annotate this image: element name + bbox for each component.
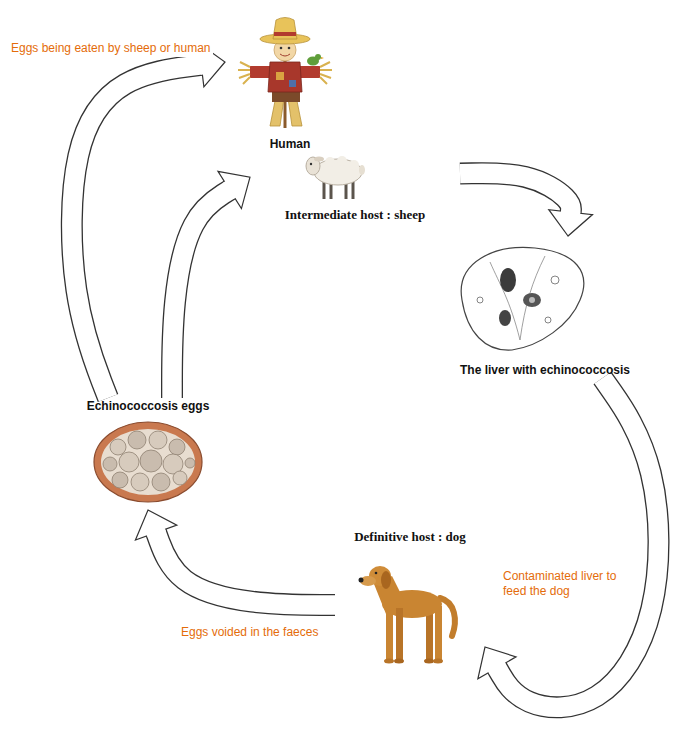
eggs-figure-part (128, 431, 146, 449)
arrow-body (72, 65, 201, 398)
liver-figure-part (520, 256, 545, 340)
scarecrow-figure-part (288, 47, 291, 50)
eggs-figure-part (152, 473, 170, 491)
eggs-figure-part (110, 439, 126, 455)
host-node: Definitive host : dog (335, 528, 485, 668)
scarecrow-figure-part (238, 62, 250, 84)
sheep-figure-part (337, 156, 347, 166)
eggs-figure-part (169, 439, 185, 455)
dog-figure (359, 566, 455, 664)
eggs-figure-part (140, 450, 162, 472)
dog-figure-part (396, 608, 403, 660)
arrow-joint (225, 182, 235, 198)
sheep-figure-part (310, 163, 312, 165)
scarecrow-figure-part (289, 80, 296, 87)
scarecrow-figure-part (276, 72, 284, 80)
dog-figure-part (394, 659, 404, 664)
cycle-arrow (460, 173, 593, 236)
arrow-outline (72, 65, 201, 398)
dog-figure-part (440, 598, 455, 636)
arrow-joint (200, 55, 202, 74)
node-caption: Echinococcosis eggs (85, 398, 212, 414)
arrow-outline (172, 190, 230, 398)
dog-figure-part (381, 571, 391, 589)
host-node: Intermediate host : sheep (250, 152, 460, 224)
eggs-figure-part (112, 472, 128, 488)
dog-figure-part (435, 606, 442, 660)
arrow-head (549, 210, 593, 236)
arrow-outline (497, 378, 659, 707)
scarecrow-figure-part (315, 54, 321, 60)
liver-figure-part (523, 293, 541, 307)
scarecrow-figure-part (280, 54, 290, 56)
organ-node: The liver with echinococcosis (430, 236, 660, 378)
scarecrow-figure-part (280, 47, 283, 50)
liver-figure-part (545, 317, 551, 323)
arrow-body (172, 190, 230, 398)
edge-label: Eggs being eaten by sheep or human (8, 40, 213, 57)
eggs-figure-part (94, 422, 202, 502)
sheep-figure (306, 156, 365, 199)
stage-node: Echinococcosis eggs (68, 398, 228, 510)
arrow-joint (147, 529, 165, 536)
dog-figure-part (375, 572, 378, 575)
eggs-figure-part (101, 429, 195, 495)
eggs-figure-part (131, 473, 149, 491)
liver-figure-part (490, 262, 520, 340)
scarecrow-figure-part (320, 62, 332, 84)
liver-figure-part (529, 297, 535, 303)
arrow-head (478, 647, 516, 679)
cycle-arrow (478, 378, 659, 707)
arrow-joint (561, 211, 580, 213)
dog-figure-part (384, 659, 394, 664)
eggs-figure-part (149, 431, 167, 449)
sheep-figure-part (349, 160, 359, 170)
node-caption: The liver with echinococcosis (458, 362, 632, 378)
arrow-head (218, 171, 250, 208)
liver-figure-part (500, 268, 516, 292)
cycle-arrow (72, 43, 225, 398)
sheep-figure-part (325, 157, 335, 167)
arrow-body (156, 533, 335, 605)
liver-figure-part (461, 247, 584, 350)
scarecrow-figure-part (268, 62, 302, 92)
scarecrow-figure-part (321, 57, 324, 59)
eggs-figure-part (103, 457, 117, 471)
eggs-figure-part (119, 452, 139, 472)
liver-figure-part (551, 276, 559, 284)
cycle-arrow (135, 510, 335, 605)
dog-figure-part (359, 578, 364, 583)
eggs-figure (94, 422, 202, 502)
arrow-head (135, 510, 176, 540)
eggs-figure-part (173, 471, 187, 485)
dog-figure-part (433, 659, 443, 664)
dog-figure-part (424, 659, 434, 664)
scarecrow-figure-part (273, 18, 297, 40)
cycle-arrow (172, 171, 250, 398)
arrow-body (460, 173, 571, 212)
liver-figure-part (477, 297, 483, 303)
arrow-joint (489, 663, 506, 673)
arrow-outline (460, 173, 571, 212)
sheep-figure-part (314, 157, 324, 162)
node-caption: Definitive host : dog (352, 528, 468, 546)
liver-figure (461, 247, 584, 350)
liver-figure-part (499, 310, 511, 326)
edge-label: Contaminated liver to feed the dog (500, 568, 622, 600)
scarecrow-figure-part (274, 32, 296, 36)
eggs-figure-part (185, 458, 195, 468)
edge-label: Eggs voided in the faeces (178, 624, 321, 641)
host-node: Human (225, 2, 355, 152)
node-caption: Human (268, 136, 313, 152)
scarecrow-figure (238, 18, 332, 129)
node-caption: Intermediate host : sheep (283, 206, 427, 224)
dog-figure-part (386, 606, 393, 660)
arrow-body (497, 378, 659, 707)
arrow-outline (156, 533, 335, 605)
sheep-figure-part (359, 165, 365, 175)
